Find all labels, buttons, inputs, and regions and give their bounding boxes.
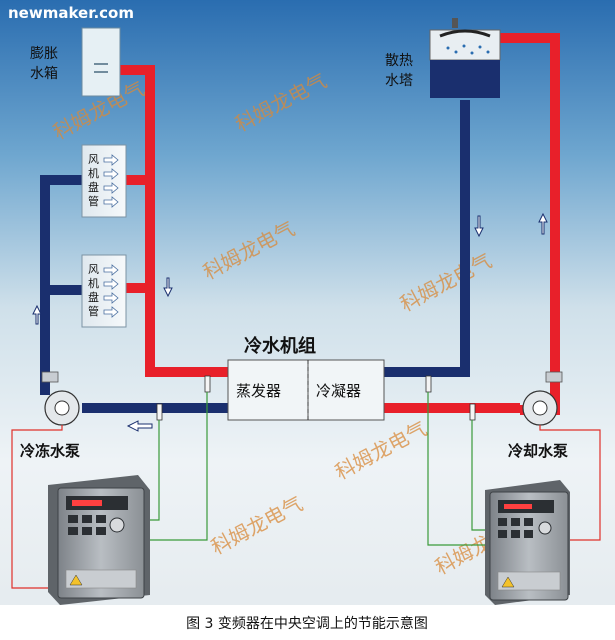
arrow-up-icon <box>538 212 548 235</box>
wire-pump-left-power <box>11 425 63 589</box>
cooling-tower-label: 散热 <box>385 53 413 69</box>
fan-coil-label: 管 <box>88 194 99 208</box>
vfd-left <box>48 475 150 605</box>
expansion-tank-icon <box>81 27 121 97</box>
condenser-box <box>307 359 385 421</box>
chilled-water-pump: 冷冻水泵 <box>20 371 80 460</box>
pipe-coil2-red <box>125 283 228 377</box>
expansion-tank-label: 水箱 <box>30 66 58 82</box>
sensor-icon <box>425 375 432 393</box>
vfd-right <box>485 480 570 605</box>
warning-icon <box>69 574 83 586</box>
evaporator-label: 蒸发器 <box>236 382 281 400</box>
condenser-label: 冷凝器 <box>316 382 361 400</box>
wire-pump-right-power <box>539 425 601 541</box>
fan-coil-label: 风 <box>88 153 99 166</box>
wire-sensor-right-1 <box>427 392 485 546</box>
cooling-water-pump-label: 冷却水泵 <box>508 442 568 460</box>
evaporator-box <box>227 359 309 421</box>
airflow-icon <box>103 264 119 318</box>
fan-coil-label: 管 <box>88 304 99 318</box>
signal-wires <box>11 392 601 589</box>
pipe-tank-red <box>118 65 155 180</box>
pipe-coil1-red <box>125 175 155 288</box>
chiller-unit: 冷水机组 蒸发器 冷凝器 <box>227 335 385 421</box>
figure-caption: 图 3 变频器在中央空调上的节能示意图 <box>186 615 428 632</box>
pipe-coil1-blue <box>40 175 82 395</box>
caption-band <box>0 605 615 640</box>
fan-coil-unit <box>81 144 127 218</box>
warning-icon <box>501 576 515 588</box>
arrow-down-icon <box>163 277 173 298</box>
wire-sensor-left-2 <box>150 420 160 521</box>
spray-dots <box>446 44 490 55</box>
wire-sensor-right-2 <box>471 420 485 531</box>
arrow-left-icon <box>126 420 153 432</box>
wire-sensor-left-1 <box>150 392 208 541</box>
fan-coil-label: 机 <box>88 276 99 290</box>
expansion-tank-label: 膨胀 <box>30 45 58 62</box>
fan-coil-1: 风 机 盘 管 <box>81 144 127 218</box>
pipe-tower-blue <box>382 100 470 377</box>
sensor-icon <box>156 403 163 421</box>
site-logo: newmaker.com <box>8 4 134 22</box>
cold-water-pipes <box>40 100 470 413</box>
arrow-up-icon <box>32 304 42 325</box>
airflow-icon <box>103 154 119 208</box>
chilled-water-pump-label: 冷冻水泵 <box>20 442 80 460</box>
fan-coil-label: 机 <box>88 166 99 180</box>
cooling-tower: 散热 水塔 <box>385 18 501 98</box>
cooling-tower-label: 水塔 <box>385 73 413 89</box>
flow-arrows <box>32 212 548 432</box>
arrow-down-icon <box>474 215 484 238</box>
cooling-water-pump: 冷却水泵 <box>508 371 568 460</box>
fan-coil-2: 风 机 盘 管 <box>81 254 127 328</box>
expansion-tank: 膨胀 水箱 <box>30 27 121 97</box>
fan-coil-unit <box>81 254 127 328</box>
sensor-icon <box>204 375 211 393</box>
fan-coil-label: 盘 <box>88 290 99 304</box>
chiller-unit-title: 冷水机组 <box>244 335 316 357</box>
fan-coil-label: 盘 <box>88 180 99 194</box>
fan-coil-label: 风 <box>88 263 99 276</box>
sensor-icon <box>469 403 476 421</box>
